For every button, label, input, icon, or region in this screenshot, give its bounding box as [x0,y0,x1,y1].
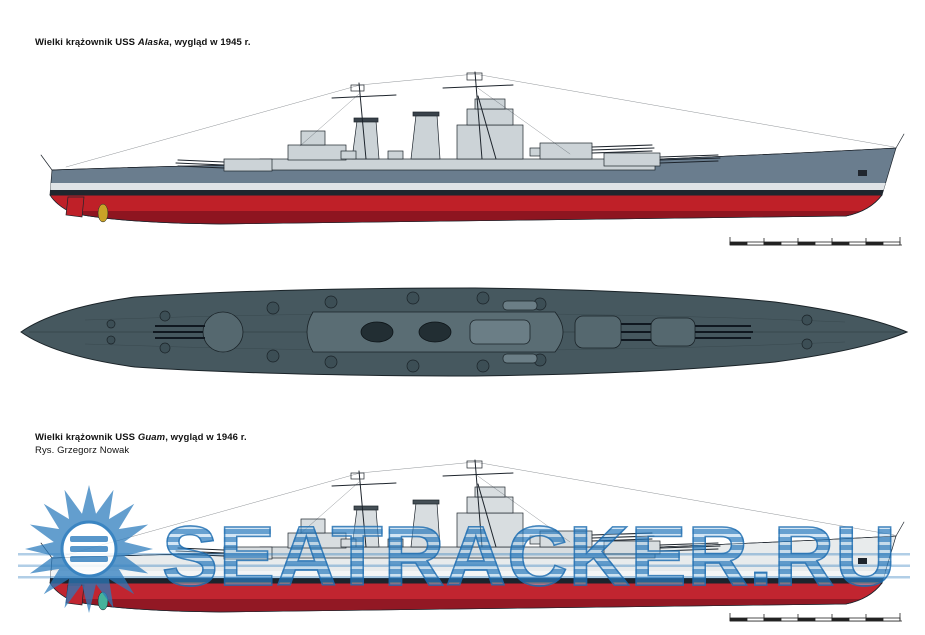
scale-bar [729,612,903,622]
caption-guam: Wielki krążownik USS Guam, wygląd w 1946… [35,432,247,456]
caption-guam-ship-name: Guam [137,432,166,443]
scale-bar [729,236,903,246]
guam-side-profile-figure [10,452,910,622]
caption-guam-line: Wielki krążownik USS Guam, wygląd w 1946… [35,432,247,443]
alaska-side-profile-figure [10,64,910,234]
caption-alaska: Wielki krążownik USS Alaska, wygląd w 19… [35,37,251,48]
caption-guam-prefix: Wielki krążownik USS [35,432,138,443]
deck-plan-figure [20,287,909,377]
caption-alaska-prefix: Wielki krążownik USS [35,37,138,48]
caption-alaska-suffix: , wygląd w 1945 r. [169,37,251,48]
caption-alaska-ship-name: Alaska [137,37,170,48]
caption-guam-suffix: , wygląd w 1946 r. [165,432,247,443]
artist-credit: Rys. Grzegorz Nowak [35,445,130,456]
